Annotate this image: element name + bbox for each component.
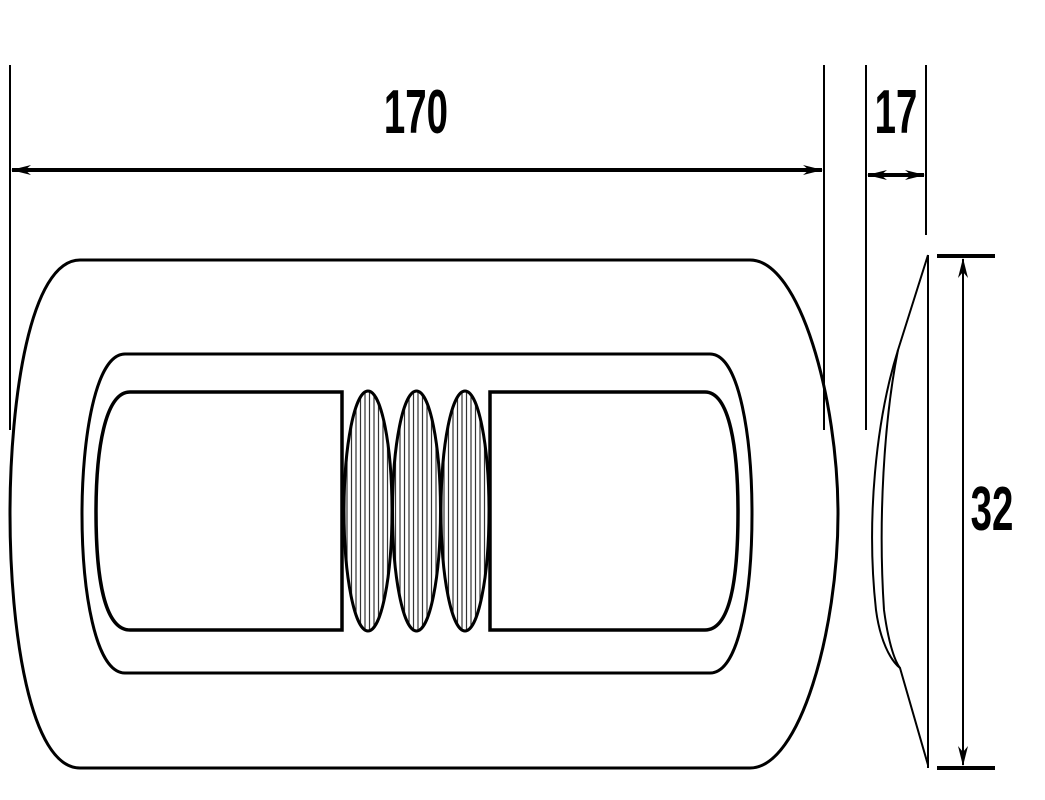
- lens-stripes: [394, 391, 437, 631]
- outer-housing: [8, 258, 840, 770]
- side-view: [871, 254, 929, 768]
- width-dimension: 170: [9, 65, 825, 430]
- lens-3: [439, 389, 491, 633]
- left-window: [94, 390, 344, 632]
- height-label: 32: [971, 474, 1014, 544]
- inner-bezel: [80, 352, 754, 675]
- side-profile-outer: [871, 254, 929, 766]
- right-window: [488, 390, 740, 632]
- side-profile-inner: [880, 349, 901, 669]
- lens-stripes: [443, 391, 486, 631]
- led-lenses: [342, 389, 491, 633]
- depth-label: 17: [875, 77, 918, 147]
- width-label: 170: [384, 77, 448, 147]
- depth-dimension: 17: [865, 65, 927, 430]
- front-view: [8, 258, 840, 770]
- lens-stripes: [346, 391, 389, 631]
- height-dimension: 32: [937, 254, 1014, 770]
